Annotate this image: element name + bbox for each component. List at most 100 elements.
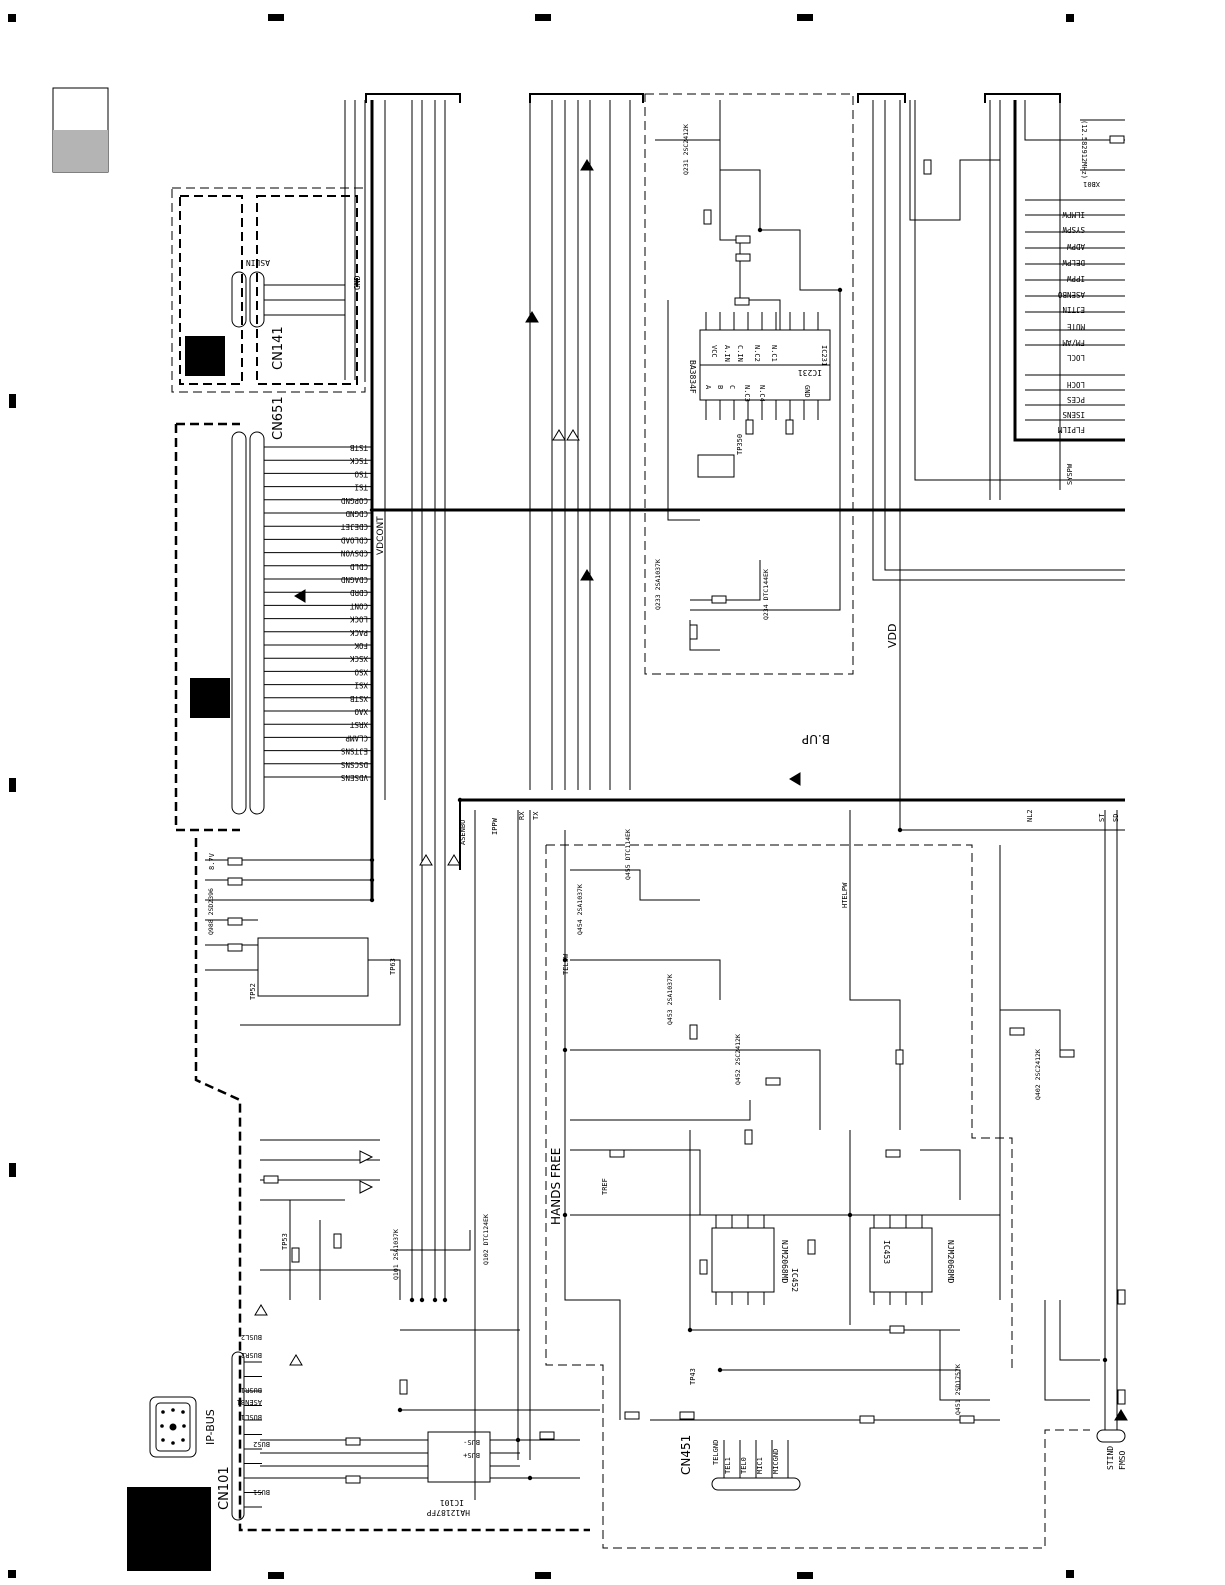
bus-labels: BUS1BUS2BUS+BUS-BUSR1BUSR2BUSL1BUSL2ASEN… [237,1333,480,1496]
bus-7: BUSL2 [241,1333,262,1341]
transistor-0: Q231 2SC2412K [682,124,690,175]
bus-4: BUSR1 [241,1386,262,1394]
cn101-label: CN101 [217,1466,232,1510]
signal-11: PCES [1066,395,1085,404]
transistor-9: Q454 2SA1037K [576,884,584,935]
cn651-pin-11: CDRD [349,588,368,597]
circuit-wiring [205,100,1125,1479]
label-stind: STIND [1106,1446,1115,1470]
index-tab [52,87,109,173]
junction-dot [419,1297,425,1303]
cn451-pin-3: MICGND [772,1449,780,1474]
resistor-symbols [227,135,1126,1484]
label-htelpw: HTELPW [841,882,849,908]
cn141-connector [231,271,345,328]
ic101-body [410,1431,520,1483]
cn651-connector [231,431,265,815]
ic231-pin-7: A.IN [723,345,731,362]
junction-dot [369,507,375,513]
cn651-pin-15: FOK [354,641,368,650]
transistor-7: Q452 2SC2412K [734,1034,742,1085]
cn651-pin-7: CDLOAD [340,535,368,544]
junction-dot [847,1212,853,1218]
cn651-pin-16: XSCK [349,654,368,663]
signal-12: ISENS [1062,410,1085,419]
bus-8: ASENB1 [237,1398,262,1406]
ic231-pin-10: N.C1 [770,345,778,362]
junction-dot [369,877,375,883]
cn451-pin-1: TEL0 [740,1457,748,1474]
cn651-pin-0: TSTB [349,443,368,452]
signal-arrows [254,159,1128,1421]
cn141-label: CN141 [271,326,286,370]
label-8v7: 8.7V [208,852,216,870]
label-ippw: IPPW [491,817,499,835]
cn651-label: CN651 [271,396,286,440]
bus-2: BUS+ [463,1451,480,1459]
junction-dot [442,1297,448,1303]
ic231-part: BA3834F [688,360,697,394]
cn101-connector [231,1351,245,1521]
registration-marks [8,14,1074,1579]
signal-10: LOCH [1066,380,1085,389]
junction-dot [457,797,463,803]
label-tp53: TP53 [281,1233,289,1250]
cn651-pin-10: CDAGND [340,575,368,584]
label-tp43: TP43 [689,1368,697,1385]
label-st: ST [1098,813,1106,822]
signal-2: ADPW [1066,242,1085,251]
cn651-pin-9: CDLD [349,562,368,571]
transistor-11: Q988 2SD2396 [207,888,215,935]
label-fmso: FMSO [1118,1451,1127,1470]
ip-bus-label: IP-BUS [204,1409,217,1445]
label-asenbo: ASENBO [459,820,467,845]
transistor-3: Q101 2SA1037K [392,1229,400,1280]
label-tp52: TP52 [249,983,257,1000]
ic453-ref: IC453 [882,1240,891,1264]
transistor-5: Q402 2SC2412K [1034,1049,1042,1100]
cn651-pin-21: XRST [349,720,368,729]
cn451-label: CN451 [679,1435,693,1475]
cn651-pin-2: TSO [354,469,368,478]
junction-dot [369,897,375,903]
label-tp350: TP350 [736,434,744,455]
signal-7: MUTE [1066,322,1085,331]
ic453-body [869,1215,933,1305]
ic231-body [699,329,831,401]
transistor-6: Q451 2SD1757K [954,1364,962,1415]
junction-dot [897,827,903,833]
label-telsw: TELSW [562,953,570,975]
main-bus-lines [370,100,1125,900]
label-aslin: ASLIN [246,258,270,267]
signal-13: FLPILM [1057,425,1085,434]
transistor-8: Q453 2SA1037K [666,974,674,1025]
cn651-pin-13: LOCK [349,615,368,624]
right-signal-labels: ILMPWSYSPWADPWDELPWIPPWASENBOEJTINMUTEFM… [1057,210,1085,434]
junction-dot [1102,1357,1108,1363]
hands-free-label: HANDS FREE [549,1148,563,1225]
bus-5: BUSR2 [241,1351,262,1359]
cn651-pin-24: DSCSNS [340,760,368,769]
junction-dot [562,1212,568,1218]
marker-block-cn141 [185,336,225,376]
transistor-1: Q233 2SA1037K [654,559,662,610]
cn451-connector [711,1440,801,1491]
label-xb01: XB01 [1083,180,1100,188]
label-gnd: GND [353,275,362,290]
junction-dot [562,957,568,963]
signal-5: ASENBO [1057,290,1085,299]
bus-0: BUS1 [253,1488,270,1496]
junction-dot [527,1475,533,1481]
cn651-pin-3: TSI [354,483,368,492]
stind-connector [1096,1429,1126,1443]
transistor-10: Q455 DTC114EK [624,829,632,880]
cn651-pin-18: XSI [354,681,368,690]
ic453-part: NJM2068MD [946,1240,955,1284]
vdcont-label: VDCONT [376,516,386,555]
cn101-pin-lines [244,1361,262,1508]
misc-labels: GND ASLIN TP350 TP43 TP52 TP53 TP63 TELG… [208,120,1127,1470]
cn651-pin-14: PACK [349,628,368,637]
